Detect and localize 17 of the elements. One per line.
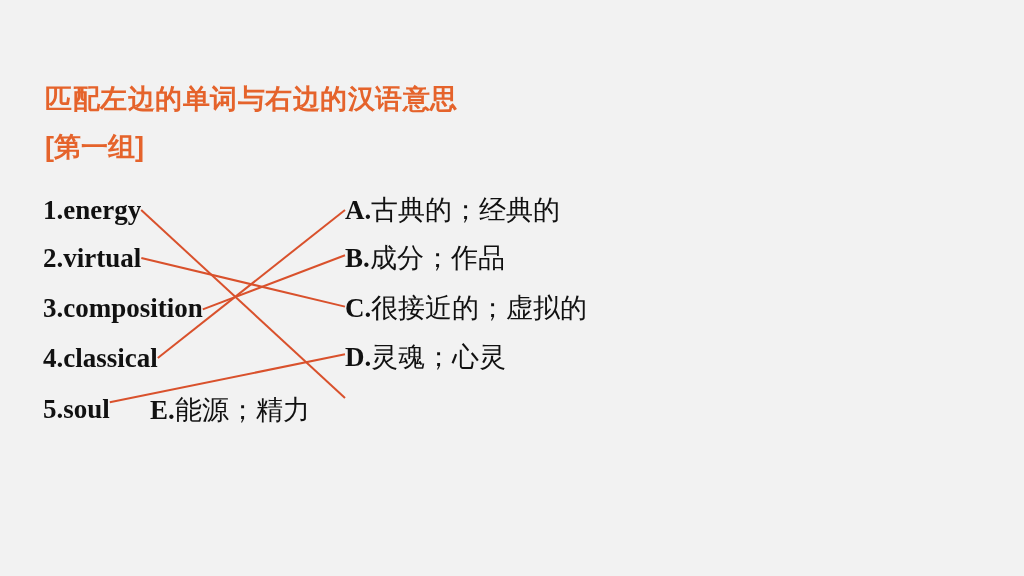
matching-line	[156, 209, 346, 359]
english-word: 2.virtual	[43, 244, 142, 272]
chinese-meaning: B.成分；作品	[345, 244, 505, 272]
chinese-meaning: E.能源；精力	[150, 397, 310, 424]
english-word: 4.classical	[43, 344, 158, 372]
english-word: 1.energy	[43, 196, 142, 224]
english-word: 5.soul	[43, 395, 110, 423]
english-word: 3.composition	[43, 294, 203, 322]
chinese-meaning: D.灵魂；心灵	[345, 343, 507, 371]
group-heading: [第一组]	[45, 134, 144, 161]
title: 匹配左边的单词与右边的汉语意思	[45, 86, 458, 113]
matching-line	[140, 257, 346, 308]
matching-line	[201, 254, 346, 311]
matching-line	[108, 353, 346, 404]
matching-line	[140, 209, 346, 399]
chinese-meaning: A.古典的；经典的	[345, 196, 561, 224]
chinese-meaning: C.很接近的；虚拟的	[345, 294, 588, 322]
